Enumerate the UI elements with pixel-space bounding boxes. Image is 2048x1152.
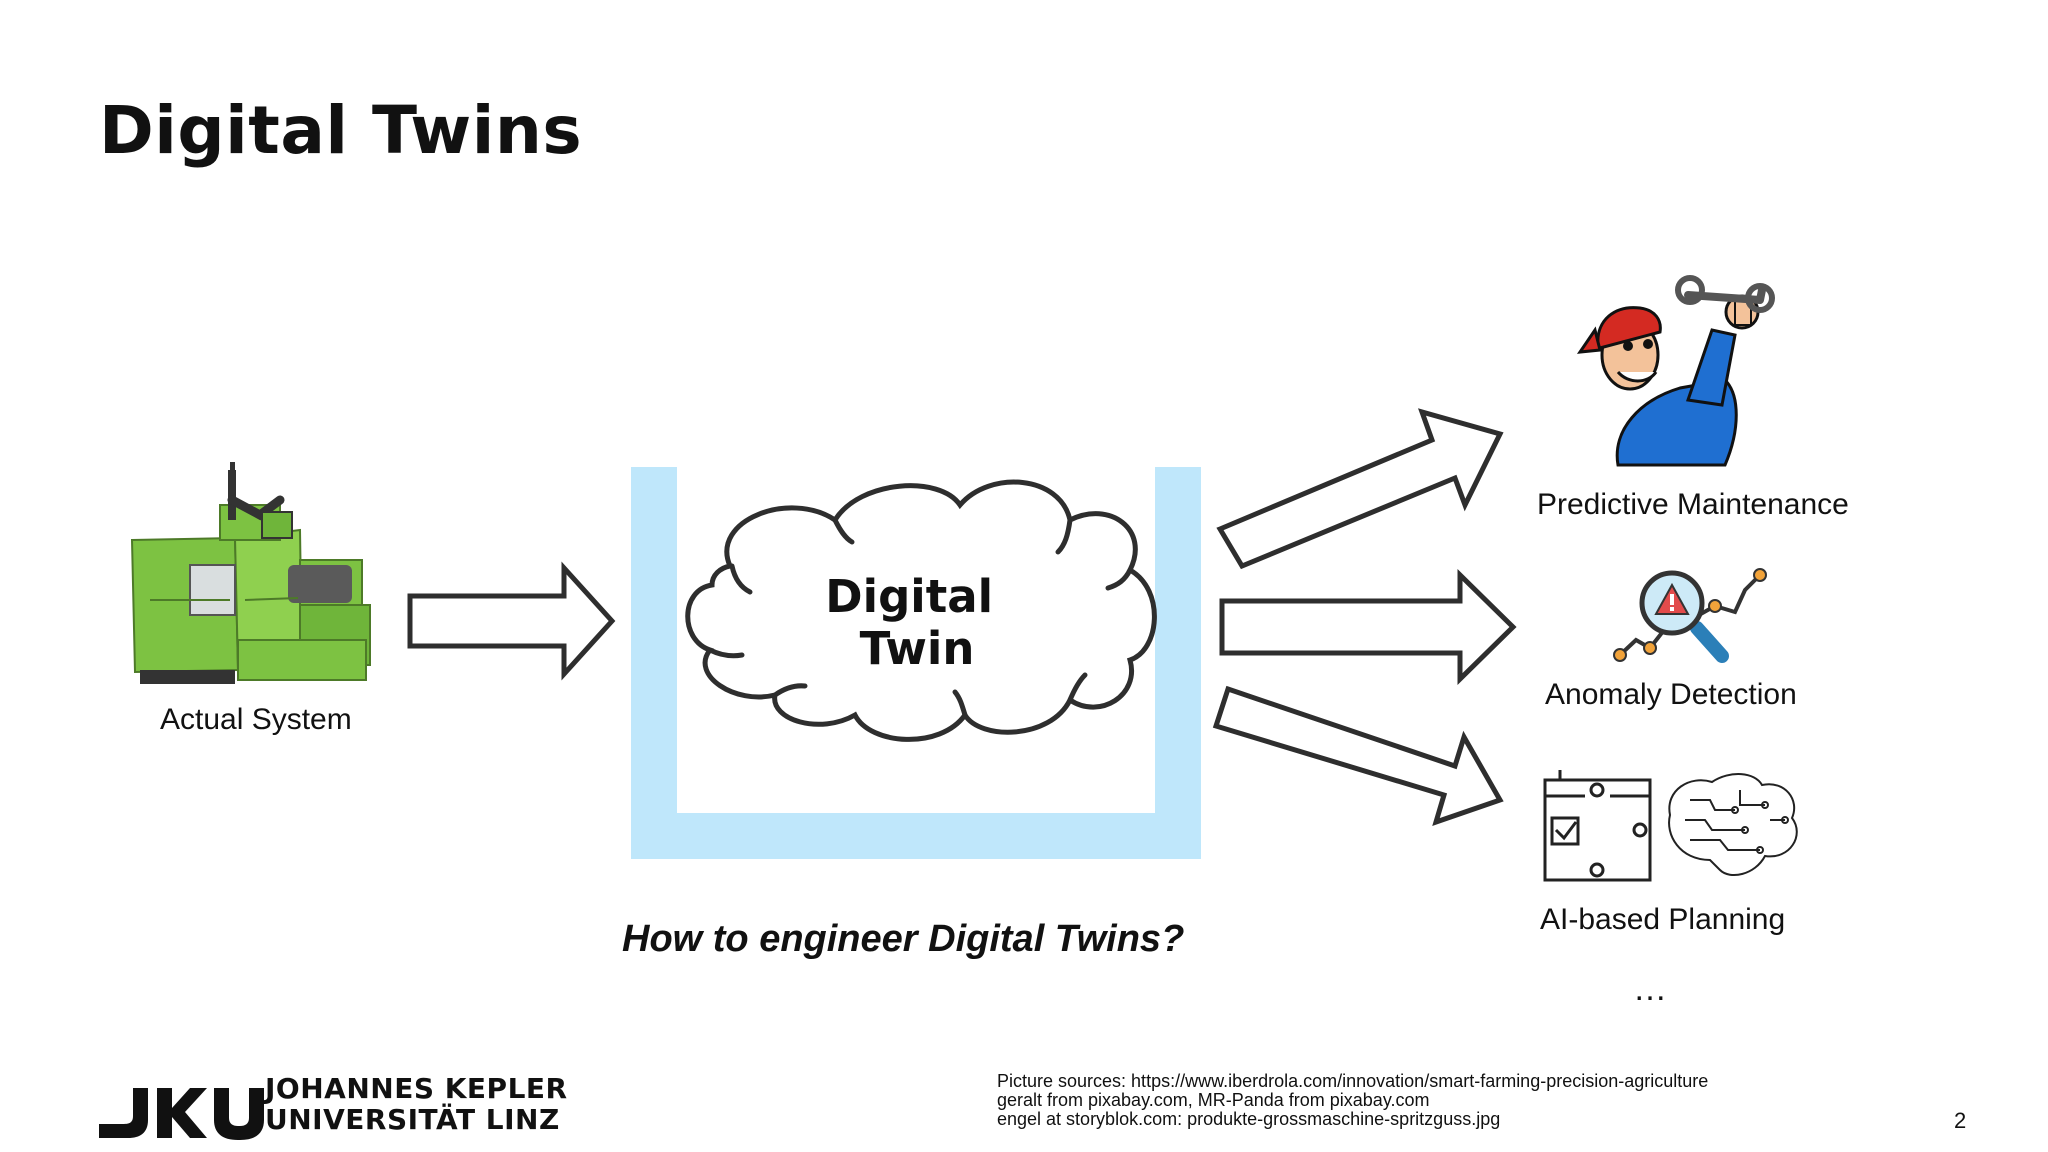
arrow-to-digital-twin <box>410 568 612 674</box>
mechanic-with-wrench-icon <box>1580 278 1772 465</box>
picture-sources: Picture sources: https://www.iberdrola.c… <box>997 1072 1708 1129</box>
page-number: 2 <box>1954 1108 1966 1134</box>
magnifier-warning-icon <box>1614 569 1766 661</box>
picture-source-line: Picture sources: https://www.iberdrola.c… <box>997 1072 1708 1091</box>
actual-system-label: Actual System <box>160 703 352 737</box>
ai-based-planning-label: AI-based Planning <box>1540 903 1785 937</box>
arrow-to-ai-planning <box>1216 689 1500 822</box>
predictive-maintenance-label: Predictive Maintenance <box>1537 488 1849 522</box>
anomaly-detection-label: Anomaly Detection <box>1545 678 1797 712</box>
question-caption: How to engineer Digital Twins? <box>622 918 1184 961</box>
picture-source-line: geralt from pixabay.com, MR-Panda from p… <box>997 1091 1708 1110</box>
university-name-line1: JOHANNES KEPLER <box>265 1073 568 1104</box>
cloud-label-line2: Twin <box>860 622 975 675</box>
circuit-brain-icon <box>1545 770 1797 880</box>
more-ellipsis: … <box>1633 970 1670 1009</box>
university-name-line2: UNIVERSITÄT LINZ <box>265 1104 568 1135</box>
arrow-to-anomaly-detection <box>1222 575 1513 679</box>
arrow-to-predictive-maintenance <box>1220 412 1500 566</box>
university-name: JOHANNES KEPLER UNIVERSITÄT LINZ <box>265 1073 568 1135</box>
cloud-label-line1: Digital <box>825 570 993 623</box>
injection-molding-machine-icon <box>132 462 370 684</box>
picture-source-line: engel at storyblok.com: produkte-grossma… <box>997 1110 1708 1129</box>
